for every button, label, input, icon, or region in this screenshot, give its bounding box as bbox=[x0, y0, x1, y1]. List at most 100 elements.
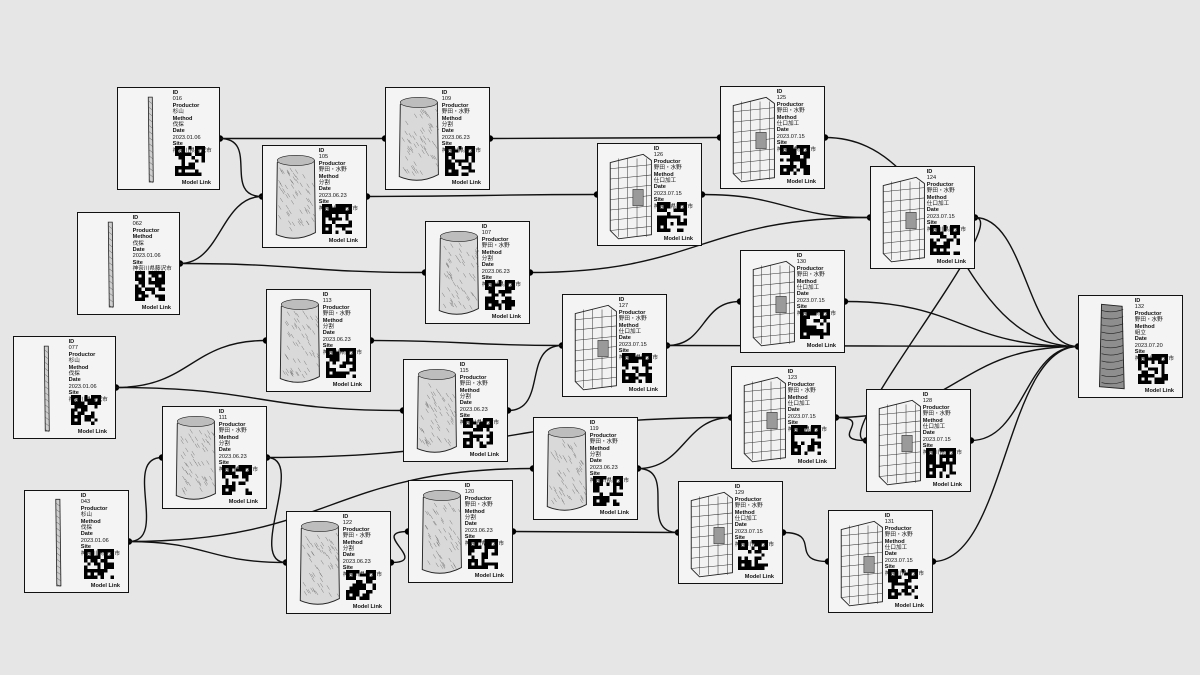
model-link[interactable]: Model Link bbox=[328, 238, 358, 244]
id-value: 107 bbox=[481, 230, 492, 237]
qr-code-icon[interactable] bbox=[84, 549, 114, 579]
productor-label: Productor bbox=[481, 236, 509, 243]
model-link[interactable]: Model Link bbox=[469, 452, 499, 458]
method-value: 仕口加工 bbox=[734, 516, 758, 523]
method-label: Method bbox=[926, 194, 947, 201]
date-value: 2023.07.15 bbox=[653, 190, 682, 197]
qr-code-icon[interactable] bbox=[135, 271, 165, 301]
edge-n043-n119 bbox=[128, 467, 534, 543]
method-label: Method bbox=[922, 417, 943, 424]
qr-code-icon[interactable] bbox=[71, 395, 101, 425]
qr-code-icon[interactable] bbox=[445, 146, 475, 176]
node-card-016[interactable]: ID 016 Productor 杉山 Method 伐採 Date 2023.… bbox=[117, 87, 220, 190]
qr-code-icon[interactable] bbox=[780, 145, 810, 175]
date-label: Date bbox=[322, 330, 335, 337]
id-label: ID bbox=[1134, 298, 1141, 304]
node-card-131[interactable]: ID 131 Productor 野田・水野 Method 仕口加工 Date … bbox=[828, 510, 933, 613]
model-link[interactable]: Model Link bbox=[936, 259, 966, 265]
site-value: 神奈川県藤沢市 bbox=[884, 570, 924, 577]
model-link[interactable]: Model Link bbox=[181, 180, 211, 186]
node-card-120[interactable]: ID 120 Productor 野田・水野 Method 分割 Date 20… bbox=[408, 480, 513, 583]
model-link[interactable]: Model Link bbox=[491, 314, 521, 320]
node-card-119[interactable]: ID 119 Productor 野田・水野 Method 分割 Date 20… bbox=[533, 417, 638, 520]
node-card-105[interactable]: ID 105 Productor 野田・水野 Method 分割 Date 20… bbox=[262, 145, 367, 248]
node-card-125[interactable]: ID 125 Productor 野田・水野 Method 仕口加工 Date … bbox=[720, 86, 825, 189]
model-link[interactable]: Model Link bbox=[932, 482, 962, 488]
productor-label: Productor bbox=[922, 404, 950, 411]
model-link[interactable]: Model Link bbox=[1144, 388, 1174, 394]
node-card-122[interactable]: ID 122 Productor 野田・水野 Method 分割 Date 20… bbox=[286, 511, 391, 614]
model-link[interactable]: Model Link bbox=[352, 604, 382, 610]
qr-code-icon[interactable] bbox=[222, 465, 252, 495]
node-card-123[interactable]: ID 123 Productor 野田・水野 Method 仕口加工 Date … bbox=[731, 366, 836, 469]
id-label: ID bbox=[441, 90, 448, 96]
qr-code-icon[interactable] bbox=[326, 348, 356, 378]
qr-code-icon[interactable] bbox=[485, 280, 515, 310]
productor-label: Productor bbox=[787, 381, 815, 388]
node-card-127[interactable]: ID 127 Productor 野田・水野 Method 仕口加工 Date … bbox=[562, 294, 667, 397]
model-link[interactable]: Model Link bbox=[786, 179, 816, 185]
model-link[interactable]: Model Link bbox=[90, 583, 120, 589]
method-value: 分割 bbox=[342, 546, 354, 553]
model-link[interactable]: Model Link bbox=[744, 574, 774, 580]
node-card-124[interactable]: ID 124 Productor 野田・水野 Method 仕口加工 Date … bbox=[870, 166, 975, 269]
node-card-077[interactable]: ID 077 Productor 杉山 Method 伐採 Date 2023.… bbox=[13, 336, 116, 439]
qr-code-icon[interactable] bbox=[926, 448, 956, 478]
model-link[interactable]: Model Link bbox=[77, 429, 107, 435]
qr-code-icon[interactable] bbox=[800, 309, 830, 339]
edge-n062-n107 bbox=[179, 262, 426, 274]
site-label: Site bbox=[459, 413, 471, 420]
productor-label: Productor bbox=[884, 525, 912, 532]
edge-n127-n130 bbox=[666, 300, 741, 347]
site-value: 神奈川県藤沢市 bbox=[787, 426, 827, 433]
qr-code-icon[interactable] bbox=[463, 418, 493, 448]
method-label: Method bbox=[734, 509, 755, 516]
node-card-109[interactable]: ID 109 Productor 野田・水野 Method 分割 Date 20… bbox=[385, 87, 490, 190]
node-card-129[interactable]: ID 129 Productor 野田・水野 Method 仕口加工 Date … bbox=[678, 481, 783, 584]
id-label: ID bbox=[481, 224, 488, 230]
id-label: ID bbox=[172, 90, 179, 96]
node-card-115[interactable]: ID 115 Productor 野田・水野 Method 分割 Date 20… bbox=[403, 359, 508, 462]
model-link[interactable]: Model Link bbox=[451, 180, 481, 186]
model-link[interactable]: Model Link bbox=[894, 603, 924, 609]
qr-code-icon[interactable] bbox=[593, 476, 623, 506]
node-meta: ID 109 Productor 野田・水野 Method 分割 Date 20… bbox=[442, 90, 485, 154]
qr-code-icon[interactable] bbox=[930, 225, 960, 255]
model-link[interactable]: Model Link bbox=[332, 382, 362, 388]
qr-code-icon[interactable] bbox=[1138, 354, 1168, 384]
node-card-113[interactable]: ID 113 Productor 野田・水野 Method 分割 Date 20… bbox=[266, 289, 371, 392]
model-link[interactable]: Model Link bbox=[663, 236, 693, 242]
node-card-062[interactable]: ID 062 Productor Method 伐採 Date 2023.01.… bbox=[77, 212, 180, 315]
model-link[interactable]: Model Link bbox=[474, 573, 504, 579]
model-link[interactable]: Model Link bbox=[141, 305, 171, 311]
qr-code-icon[interactable] bbox=[175, 146, 205, 176]
model-link[interactable]: Model Link bbox=[628, 387, 658, 393]
method-label: Method bbox=[776, 114, 797, 121]
qr-code-icon[interactable] bbox=[791, 425, 821, 455]
node-card-128[interactable]: ID 128 Productor 野田・水野 Method 仕口加工 Date … bbox=[866, 389, 971, 492]
qr-code-icon[interactable] bbox=[888, 569, 918, 599]
qr-code-icon[interactable] bbox=[657, 202, 687, 232]
qr-code-icon[interactable] bbox=[346, 570, 376, 600]
qr-code-icon[interactable] bbox=[468, 539, 498, 569]
model-link[interactable]: Model Link bbox=[806, 343, 836, 349]
method-label: Method bbox=[1134, 323, 1155, 330]
node-card-132[interactable]: ID 132 Productor 野田・水野 Method 組立 Date 20… bbox=[1078, 295, 1183, 398]
model-link[interactable]: Model Link bbox=[228, 499, 258, 505]
qr-code-icon[interactable] bbox=[322, 204, 352, 234]
model-link[interactable]: Model Link bbox=[599, 510, 629, 516]
qr-code-icon[interactable] bbox=[622, 353, 652, 383]
qr-code-icon[interactable] bbox=[738, 540, 768, 570]
site-value: 神奈川県藤沢市 bbox=[322, 349, 362, 356]
method-label: Method bbox=[481, 249, 502, 256]
node-card-043[interactable]: ID 043 Productor 杉山 Method 伐採 Date 2023.… bbox=[24, 490, 129, 593]
method-value: 伐採 bbox=[132, 240, 144, 247]
node-card-107[interactable]: ID 107 Productor 野田・水野 Method 分割 Date 20… bbox=[425, 221, 530, 324]
date-value: 2023.01.06 bbox=[172, 134, 201, 141]
model-link[interactable]: Model Link bbox=[797, 459, 827, 465]
node-card-111[interactable]: ID 111 Productor 野田・水野 Method 分割 Date 20… bbox=[162, 406, 267, 509]
node-card-130[interactable]: ID 130 Productor 野田・水野 Method 仕口加工 Date … bbox=[740, 250, 845, 353]
productor-label: Productor bbox=[926, 181, 954, 188]
model-thumbnail bbox=[871, 394, 929, 487]
node-card-126[interactable]: ID 126 Productor 野田・水野 Method 仕口加工 Date … bbox=[597, 143, 702, 246]
